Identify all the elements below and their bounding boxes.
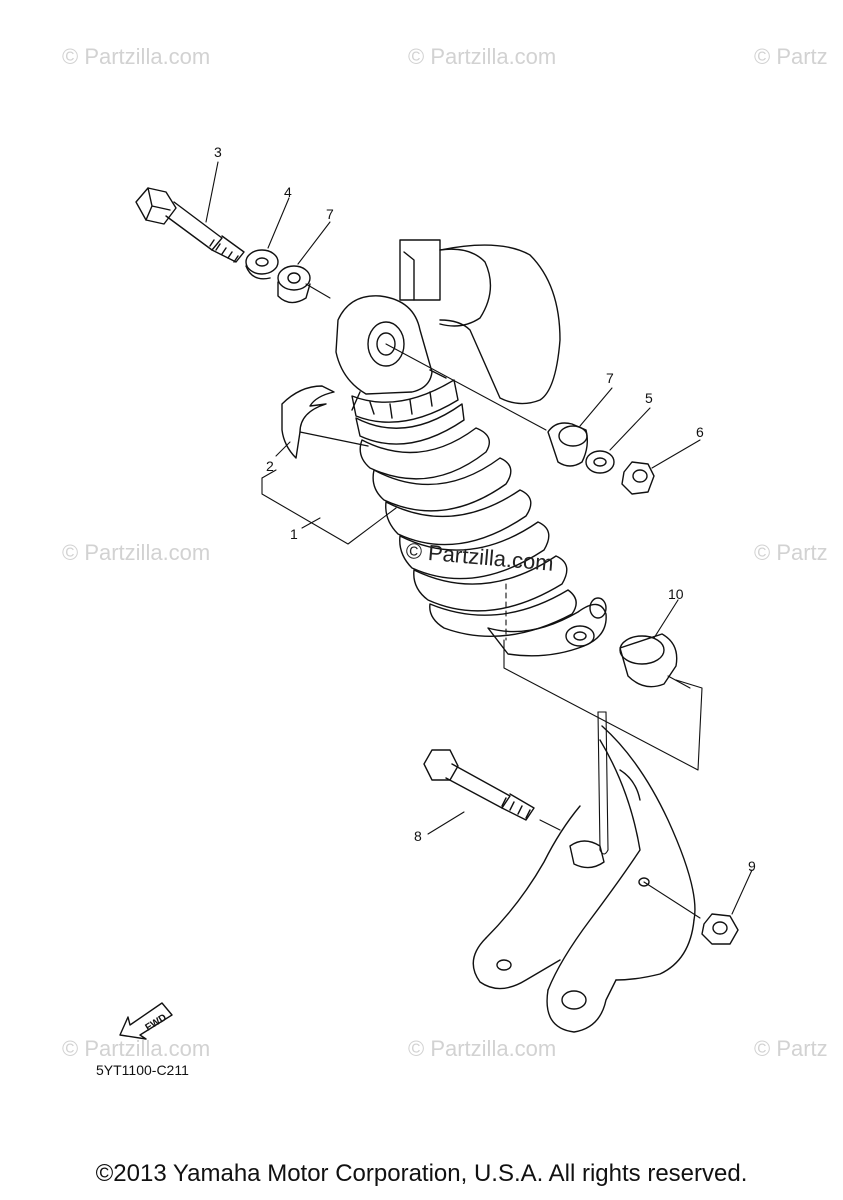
center-lines bbox=[305, 283, 701, 919]
watermark-top-center: © Partzilla.com bbox=[408, 44, 557, 69]
watermark-top-right: © Partz bbox=[754, 44, 828, 69]
swing-arm-bracket bbox=[472, 725, 696, 1033]
reservoir-canister bbox=[399, 239, 561, 405]
callout-8: 8 bbox=[414, 828, 422, 844]
callout-1: 1 bbox=[290, 526, 298, 542]
callout-5: 5 bbox=[645, 390, 653, 406]
callout-6: 6 bbox=[696, 424, 704, 440]
collar-part-10 bbox=[619, 633, 678, 688]
callout-7-upper: 7 bbox=[326, 206, 334, 222]
callout-3: 3 bbox=[214, 144, 222, 160]
callout-10: 10 bbox=[668, 586, 684, 602]
watermark-bottom-right: © Partz bbox=[754, 1036, 828, 1061]
callout-2: 2 bbox=[266, 458, 274, 474]
bolt-part-8 bbox=[423, 749, 535, 821]
shock-adjuster-ring bbox=[351, 379, 465, 445]
collar-part-7-right bbox=[547, 422, 589, 467]
label-sticker-part-2 bbox=[281, 385, 369, 459]
assembly-guide-lines bbox=[261, 469, 703, 855]
callout-9: 9 bbox=[748, 858, 756, 874]
copyright-notice: ©2013 Yamaha Motor Corporation, U.S.A. A… bbox=[95, 1160, 748, 1187]
nut-part-9 bbox=[701, 913, 739, 945]
shock-lower-eye bbox=[487, 597, 607, 657]
shock-upper-eye bbox=[335, 295, 447, 411]
washer-part-4 bbox=[245, 249, 279, 280]
callout-7-right: 7 bbox=[606, 370, 614, 386]
washer-part-5 bbox=[585, 450, 615, 474]
watermark-mid-left: © Partzilla.com bbox=[62, 540, 211, 565]
callout-leaders bbox=[205, 161, 753, 915]
watermark-bottom-left: © Partzilla.com bbox=[62, 1036, 211, 1061]
watermark-bottom-center: © Partzilla.com bbox=[408, 1036, 557, 1061]
shock-spring bbox=[359, 427, 577, 637]
fwd-arrow-icon: FWD bbox=[118, 995, 180, 1041]
watermark-top-left: © Partzilla.com bbox=[62, 44, 211, 69]
collar-part-7-upper bbox=[277, 265, 311, 304]
watermark-mid-right: © Partz bbox=[754, 540, 828, 565]
bolt-part-3 bbox=[135, 187, 245, 263]
nut-part-6 bbox=[621, 461, 655, 495]
diagram-code: 5YT1100-C211 bbox=[96, 1062, 189, 1078]
callout-4: 4 bbox=[284, 184, 292, 200]
